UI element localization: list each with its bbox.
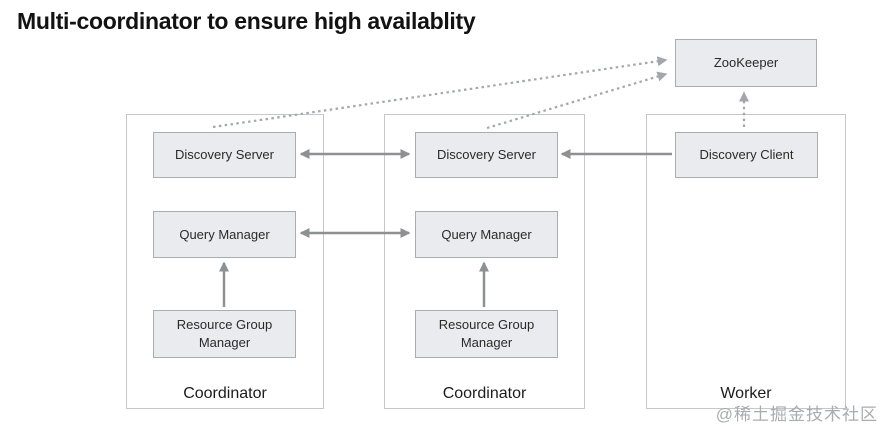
resource-group-manager-2-label: Resource Group Manager — [438, 317, 535, 350]
node-query-manager-2: Query Manager — [415, 211, 558, 258]
container-label-coordinator-2: Coordinator — [442, 385, 527, 402]
container-coordinator-2: Discovery Server Query Manager Resource … — [384, 114, 585, 409]
node-zookeeper: ZooKeeper — [675, 39, 817, 87]
resource-group-manager-1-label: Resource Group Manager — [176, 317, 273, 350]
node-discovery-client: Discovery Client — [675, 132, 818, 178]
discovery-server-1-label: Discovery Server — [175, 147, 274, 163]
page-title: Multi-coordinator to ensure high availab… — [17, 8, 476, 34]
container-coordinator-1: Discovery Server Query Manager Resource … — [126, 114, 324, 409]
container-label-coordinator-1: Coordinator — [183, 385, 267, 402]
discovery-client-label: Discovery Client — [699, 147, 794, 163]
zookeeper-label: ZooKeeper — [713, 55, 779, 71]
query-manager-2-label: Query Manager — [441, 226, 532, 242]
discovery-server-2-label: Discovery Server — [437, 147, 536, 163]
node-discovery-server-1: Discovery Server — [153, 132, 296, 178]
watermark: @稀土掘金技术社区 — [715, 405, 878, 424]
query-manager-1-label: Query Manager — [179, 226, 270, 242]
node-discovery-server-2: Discovery Server — [415, 132, 558, 178]
node-resource-group-manager-1: Resource Group Manager — [153, 310, 296, 358]
container-worker: Discovery Client Worker — [646, 114, 846, 409]
node-query-manager-1: Query Manager — [153, 211, 296, 258]
node-resource-group-manager-2: Resource Group Manager — [415, 310, 558, 358]
container-label-worker: Worker — [720, 385, 772, 402]
